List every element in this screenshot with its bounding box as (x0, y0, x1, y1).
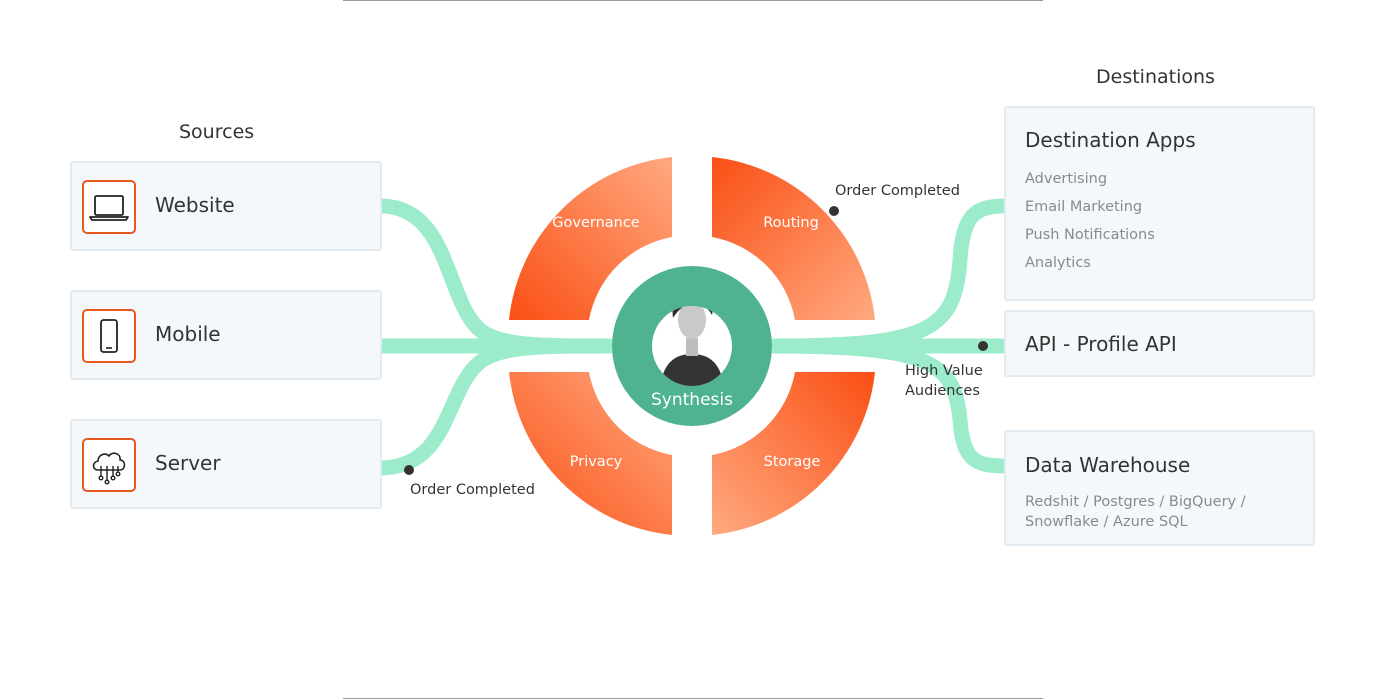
warehouse-list-line-1: Redshit / Postgres / BigQuery / (1025, 494, 1246, 510)
destination-api-title: API - Profile API (1025, 332, 1177, 356)
synthesis-label: Synthesis (651, 390, 733, 410)
source-card-server[interactable]: Server (70, 419, 382, 509)
event-dot-server (404, 465, 414, 475)
sources-heading: Sources (179, 121, 255, 143)
governance-segment (509, 157, 672, 320)
flow-warehouse (771, 338, 1006, 474)
destination-warehouse-title: Data Warehouse (1025, 453, 1191, 477)
destination-card-warehouse[interactable]: Data Warehouse Redshit / Postgres / BigQ… (1004, 430, 1315, 546)
storage-segment (712, 372, 875, 535)
source-flows (379, 198, 613, 476)
destination-card-apps[interactable]: Destination Apps Advertising Email Marke… (1004, 106, 1315, 301)
destination-item-advertising: Advertising (1025, 171, 1108, 187)
source-card-mobile[interactable]: Mobile (70, 290, 382, 380)
privacy-label: Privacy (569, 454, 623, 470)
source-label-server: Server (155, 451, 221, 475)
high-value-audiences-annotation: High Value Audiences (905, 361, 983, 401)
order-completed-annotation-left: Order Completed (410, 482, 535, 498)
destination-item-email-marketing: Email Marketing (1025, 199, 1143, 215)
routing-label: Routing (763, 215, 819, 231)
event-dot-routing (829, 206, 839, 216)
source-card-website[interactable]: Website (70, 161, 382, 251)
high-value-line-2: Audiences (905, 383, 980, 399)
event-dot-api (978, 341, 988, 351)
smartphone-icon (82, 309, 136, 363)
warehouse-list-line-2: Snowflake / Azure SQL (1025, 514, 1188, 530)
source-label-mobile: Mobile (155, 322, 221, 346)
source-label-website: Website (155, 193, 235, 217)
high-value-line-1: High Value (905, 363, 983, 379)
bottom-divider (343, 698, 1043, 699)
governance-label: Governance (552, 215, 640, 231)
destination-item-push-notifications: Push Notifications (1025, 227, 1155, 243)
person-avatar-icon (652, 306, 732, 386)
destination-apps-title: Destination Apps (1025, 128, 1196, 152)
top-divider (343, 0, 1043, 1)
flow-server (379, 338, 613, 476)
destinations-heading: Destinations (1096, 66, 1215, 88)
storage-label: Storage (763, 454, 821, 470)
destination-item-analytics: Analytics (1025, 255, 1091, 271)
cloud-server-icon (82, 438, 136, 492)
destination-flows (771, 198, 1006, 474)
laptop-icon (82, 180, 136, 234)
order-completed-annotation-right: Order Completed (835, 183, 960, 199)
routing-segment (712, 157, 875, 320)
destination-card-api[interactable]: API - Profile API (1004, 310, 1315, 377)
privacy-segment (509, 372, 672, 535)
